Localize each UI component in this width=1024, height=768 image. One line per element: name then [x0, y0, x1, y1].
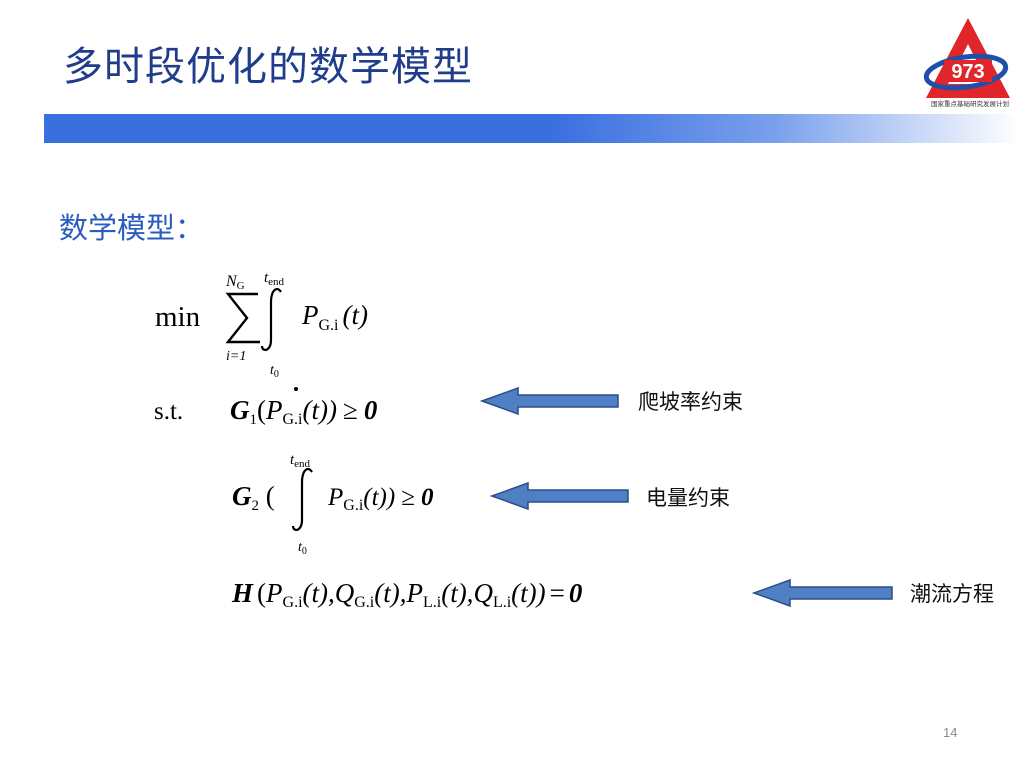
math-model-formula: min NG i=1 tend t0 PG.i(t) s.t. G1(PG.i(… [154, 270, 583, 611]
summation-sign [225, 292, 260, 344]
int-lower: t0 [270, 363, 279, 380]
energy-constraint-label: 电量约束 [646, 486, 730, 510]
logo-number: 973 [951, 61, 984, 83]
derivative-dot [294, 387, 298, 391]
integral-sign-2 [291, 467, 313, 532]
ramp-constraint-label: 爬坡率约束 [638, 390, 743, 414]
int2-lower: t0 [298, 540, 307, 557]
sum-upper: NG [225, 273, 245, 292]
st-label: s.t. [154, 398, 183, 425]
logo-caption: 国家重点基础研究发展计划 [931, 100, 1009, 108]
constraint-ramp: G1(PG.i(t))≥0 [230, 395, 378, 428]
logo-ring [923, 53, 1009, 91]
logo-973: 973 [923, 18, 1010, 98]
constraint-energy-body: PG.i(t))≥0 [327, 484, 434, 514]
objective-variable: PG.i(t) [301, 300, 368, 334]
ramp-arrow [480, 386, 619, 416]
int-upper: tend [264, 270, 285, 288]
integral-sign [260, 287, 282, 352]
power-flow-label: 潮流方程 [910, 582, 994, 606]
int2-upper: tend [290, 452, 311, 470]
section-label: 数学模型： [59, 211, 205, 245]
page-number: 14 [943, 725, 958, 740]
energy-arrow [490, 481, 629, 511]
min-operator: min [155, 301, 201, 333]
constraint-energy-head: G2 ( [232, 481, 275, 514]
sum-lower: i=1 [226, 349, 246, 364]
flow-arrow [752, 578, 893, 608]
constraint-powerflow: H(PG.i(t),QG.i(t),PL.i(t),QL.i(t))=0 [231, 578, 583, 611]
header-band [44, 114, 1019, 143]
slide-title: 多时段优化的数学模型 [63, 44, 473, 90]
